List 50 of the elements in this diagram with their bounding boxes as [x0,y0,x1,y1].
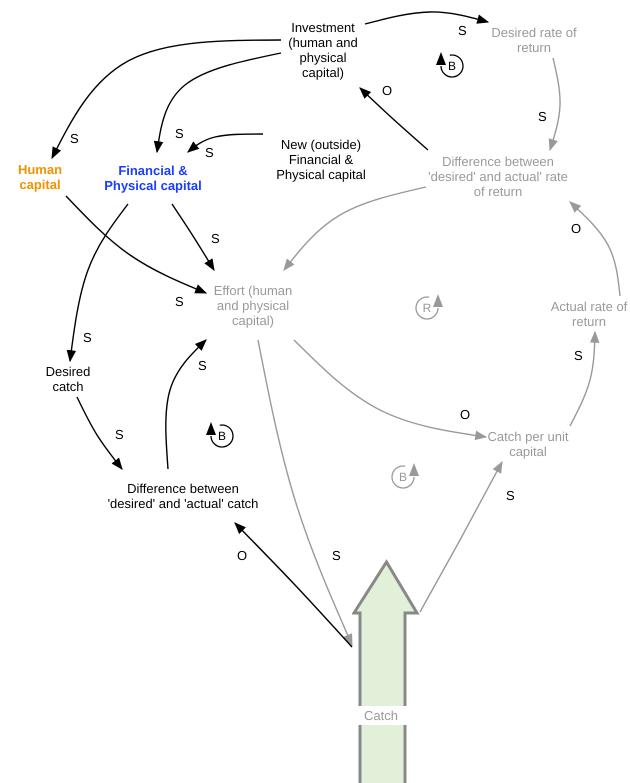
edge-label: S [573,349,584,363]
edge-label: S [505,489,516,503]
variable-label: New (outside) Financial & Physical capital [263,133,379,185]
variable-label: Financial & Physical capital [104,152,202,204]
edge-label: S [69,132,80,146]
variable-label: Human capital [6,158,74,196]
loop-label: R [422,302,432,314]
variable-label: Desired catch [33,361,103,397]
edge-label: O [570,222,582,236]
variable-label: Investment (human and physical capital) [281,12,365,88]
arrow [257,340,353,646]
edge-label: S [82,331,93,345]
arrow [364,11,490,25]
loop-label: B [446,60,457,72]
edge-label: S [457,24,468,38]
edge-label: O [459,408,472,422]
loop-label: B [216,430,227,442]
arrow [154,52,282,154]
arrow [187,133,263,153]
arrow [171,204,215,272]
loop-label: B [398,471,408,483]
edge-label: S [537,110,548,124]
variable-label: Difference between 'desired' and actual' rate of return [426,150,570,202]
variable-label: Difference between 'desired' and 'actual' catch [106,469,260,523]
variable-label: Catch per unit capital [486,426,570,462]
edge-label: S [210,232,221,246]
edge-label: S [174,295,185,309]
edge-label: S [197,359,208,373]
arrow [548,58,561,152]
arrow [359,87,428,151]
arrow [234,522,353,648]
edge-label: O [236,549,248,563]
arrow [419,460,503,612]
edge-label: O [381,84,394,98]
variable-label: Effort (human and physical capital) [206,270,300,340]
arrow [76,396,123,470]
arrow [569,330,600,426]
arrow [66,204,129,362]
variable-label: Desired rate of return [488,22,580,58]
edge-label: S [174,127,185,141]
arrow [51,39,281,160]
edge-label: S [331,549,342,563]
arrow [294,340,488,440]
arrow [66,196,208,294]
edge-label: S [114,428,125,442]
edge-label: S [204,146,215,160]
arrow [283,186,426,271]
arrow [569,201,621,296]
arrow [165,339,207,470]
variable-label: Actual rate of return [549,296,629,332]
